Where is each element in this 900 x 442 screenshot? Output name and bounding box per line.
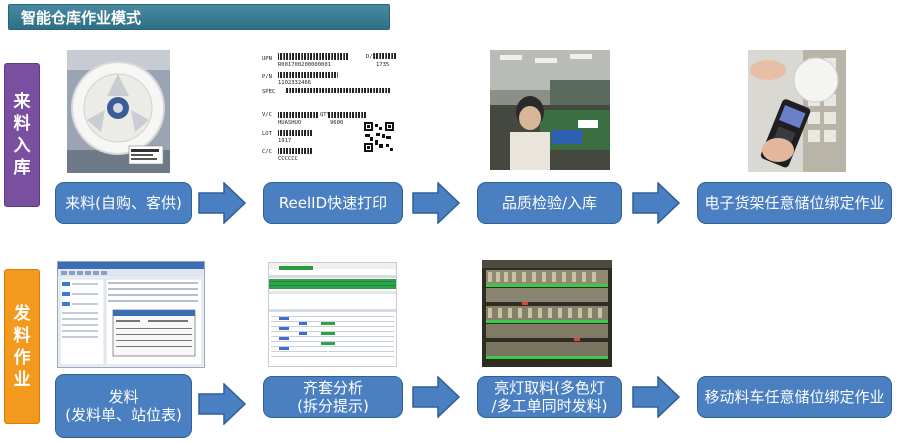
step-electronic-shelf-binding: 电子货架任意储位绑定作业: [697, 182, 892, 224]
svg-text:V/C: V/C: [262, 112, 272, 118]
svg-text:LOT: LOT: [262, 131, 273, 137]
arrow-right-icon: [198, 182, 246, 224]
svg-text:C/C: C/C: [262, 149, 272, 155]
page-title: 智能仓库作业模式: [8, 4, 390, 30]
arrow-right-icon: [632, 376, 680, 418]
label-upn: UPN: [262, 56, 272, 62]
kitting-analysis-screenshot: [268, 262, 397, 367]
step-quality-inspection: 品质检验/入库: [477, 182, 622, 224]
step-material-issue: 发料 (发料单、站位表): [55, 374, 192, 438]
arrow-right-icon: [632, 182, 680, 224]
step-mobile-cart-binding: 移动料车任意储位绑定作业: [697, 376, 892, 418]
svg-text:CCCCCC: CCCCCC: [278, 156, 298, 162]
row-label-inbound: 来料入库: [4, 63, 40, 207]
svg-text:R001700200000001: R001700200000001: [278, 62, 331, 68]
svg-text:1917: 1917: [278, 138, 291, 144]
quality-inspection-photo: [490, 50, 610, 170]
handheld-scanner-photo: [748, 50, 846, 172]
svg-text:HUASHUO: HUASHUO: [278, 120, 301, 126]
step-kitting-analysis: 齐套分析 (拆分提示): [263, 376, 403, 418]
step-reelid-print: ReelID快速打印: [263, 182, 403, 224]
svg-text:P/N: P/N: [262, 74, 272, 80]
svg-text:QTY: QTY: [320, 112, 331, 118]
reel-id-label-image: UPN R001700200000001 P/N 1102332466 SPEC…: [260, 50, 400, 170]
svg-text:1735: 1735: [376, 62, 389, 68]
arrow-right-icon: [198, 383, 246, 425]
row-label-outbound: 发料作业: [4, 269, 40, 424]
svg-text:D/C: D/C: [366, 54, 376, 60]
issue-software-screenshot: [57, 261, 205, 368]
reel-photo: [67, 50, 170, 173]
svg-text:9600: 9600: [330, 120, 343, 126]
arrow-right-icon: [412, 376, 460, 418]
svg-text:1102332466: 1102332466: [278, 80, 311, 86]
step-incoming-material: 来料(自购、客供): [55, 182, 192, 224]
arrow-right-icon: [412, 182, 460, 224]
light-picking-shelf-photo: [482, 260, 612, 367]
step-light-picking: 亮灯取料(多色灯 /多工单同时发料): [477, 376, 622, 418]
svg-text:SPEC: SPEC: [262, 89, 275, 95]
